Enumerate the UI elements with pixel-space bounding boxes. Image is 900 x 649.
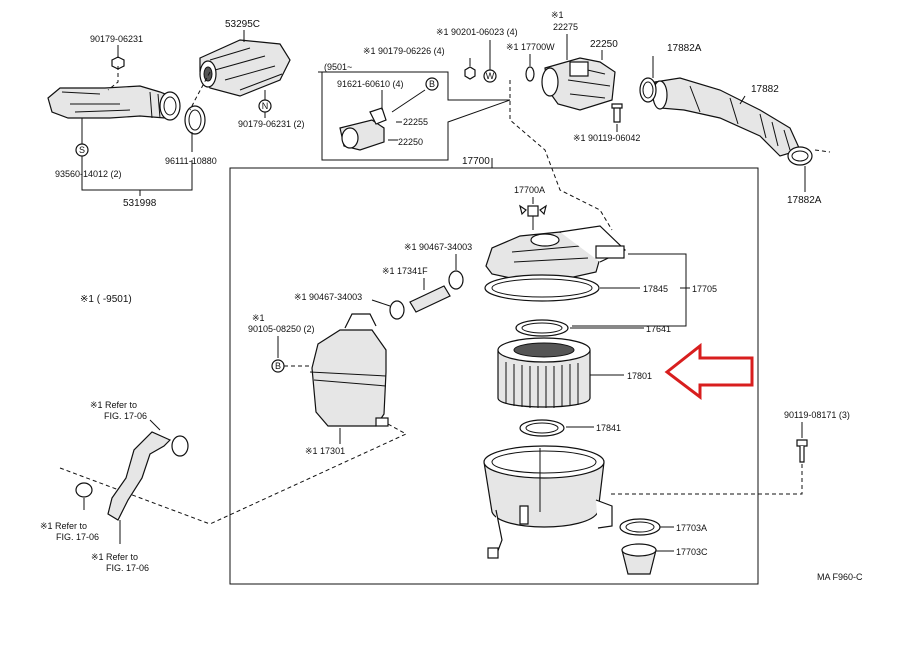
leader-line [59,467,211,525]
label-90201: ※1 90201-06023 (4) [436,27,518,37]
label-17882A-bottom: 17882A [787,195,822,206]
leader-line [572,253,690,327]
callout-w: W [486,71,495,81]
callout-b-left: B [275,361,281,371]
callout-n-circle [258,99,272,113]
leader-line [81,118,193,191]
leader-line [149,419,161,431]
leader-line [814,149,831,153]
ref-2-line-2: FIG. 17-06 [56,532,99,542]
ref-3-line-2: FIG. 17-06 [106,563,149,573]
air-cleaner-case [483,445,613,559]
resonator-53295C [199,39,291,97]
airflow-meter-22250-inset [339,107,387,151]
label-90105: 90105-08250 (2) [248,324,315,334]
label-22275-mark: ※1 [551,10,564,20]
label-17845: 17845 [643,284,668,294]
label-90119-08171: 90119-08171 (3) [784,410,850,420]
boot-17703C [621,543,657,575]
clamp-17882A-bottom [787,146,813,166]
callout-s: S [79,145,85,155]
label-22250: 22250 [590,39,618,50]
label-17700W: ※1 17700W [506,42,555,52]
airflow-meter-22250 [541,57,616,111]
leader-line [739,95,746,105]
assembly-frame [229,167,759,585]
label-17841: 17841 [596,423,621,433]
label-17641: 17641 [646,324,671,334]
clamp-90467-a [448,270,464,290]
clamp-17882A-top [639,77,657,103]
leader-line [381,89,426,141]
label-531998: 531998 [123,198,157,209]
resonator-17301 [309,313,389,427]
label-17703A: 17703A [676,523,707,533]
label-93560: 93560-14012 (2) [55,169,122,179]
label-17882A-top: 17882A [667,43,702,54]
hose-17341F [409,285,451,313]
inset-box [318,71,511,161]
leader-line [509,80,613,231]
label-17801: 17801 [627,371,652,381]
intake-hose-531998 [47,85,181,121]
label-17700: 17700 [462,156,490,167]
label-17882: 17882 [751,84,779,95]
ref-2-line-1: ※1 Refer to [40,521,87,531]
label-90105-mark: ※1 [252,313,265,323]
callout-s-circle [75,143,89,157]
bypass-hose [75,431,189,521]
note-range: ※1 ( -9501) [80,294,132,305]
label-90179-06231-2: 90179-06231 (2) [238,119,305,129]
label-17700A: 17700A [514,185,545,195]
ref-1-line-2: FIG. 17-06 [104,411,147,421]
figure-code: MA F960-C [817,572,863,582]
bolt-90119-08171 [796,439,808,463]
label-90179-06231-top: 90179-06231 [90,34,143,44]
label-22250-inset: 22250 [398,137,423,147]
nut-90179-06226 [464,66,476,80]
clamp-90467-b [389,300,405,320]
leader-line [371,254,457,307]
label-22255: 22255 [403,117,428,127]
label-96111: 96111-10880 [165,156,217,166]
wing-nut-17700A [519,204,547,230]
callout-n: N [262,101,269,111]
label-17703C: 17703C [676,547,708,557]
label-17301: ※1 17301 [305,446,345,456]
label-91621: 91621-60610 (4) [337,79,404,89]
label-17341F: ※1 17341F [382,266,428,276]
label-90179-06226: ※1 90179-06226 (4) [363,46,445,56]
label-90467-a: ※1 90467-34003 [404,242,472,252]
seal-17703A [619,518,661,536]
hose-clamp-96111 [184,105,206,135]
callout-b-inset-circle [425,77,439,91]
label-90119-06042: ※1 90119-06042 [573,133,640,143]
label-17705: 17705 [692,284,717,294]
leader-line [107,66,119,91]
leader-line [189,71,211,111]
ref-1-line-1: ※1 Refer to [90,400,137,410]
label-53295C: 53295C [225,19,260,30]
leader-line [608,464,803,495]
label-90467-b: ※1 90467-34003 [294,292,362,302]
label-inset-date: (9501~ [324,62,352,72]
bolt-90119-06042 [611,103,623,123]
cover-17705 [485,225,627,281]
ring-17641 [515,319,569,337]
leader-line [209,423,408,525]
label-22275: 22275 [553,22,578,32]
highlight-arrow [664,342,754,401]
gasket-17845 [484,274,600,302]
filter-element-17801 [497,337,591,408]
gasket-17700W [525,66,535,82]
callout-b-inset: B [429,79,435,89]
ref-3-line-1: ※1 Refer to [91,552,138,562]
seal-17841 [519,419,565,437]
